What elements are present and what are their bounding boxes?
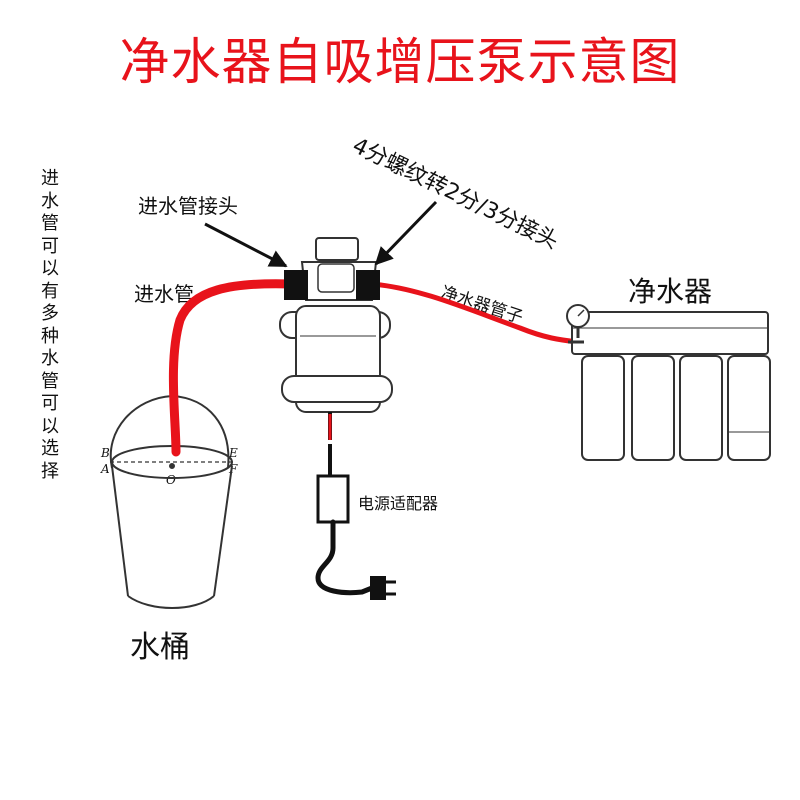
bucket-letter-e: E xyxy=(229,446,238,460)
pressure-gauge-icon xyxy=(566,304,590,338)
bucket-letter-b: B xyxy=(101,446,110,460)
bucket-letter-o: O xyxy=(166,473,176,487)
inlet-pipe xyxy=(168,279,297,457)
power-adapter xyxy=(316,474,350,524)
bucket-label: 水桶 xyxy=(130,630,190,665)
inlet-fitting xyxy=(284,270,308,300)
water-purifier xyxy=(568,311,771,461)
inlet-pipe-label: 进水管 xyxy=(134,282,194,306)
side-note: 进水管可以有多种水管可以选择 xyxy=(41,168,59,482)
purifier-pipe xyxy=(369,281,581,345)
bucket-letter-a: A xyxy=(101,462,110,476)
thread-adapter-arrow xyxy=(374,200,438,266)
outlet-fitting xyxy=(356,270,380,300)
power-cord xyxy=(315,519,375,596)
diagram-title: 净水器自吸增压泵示意图 xyxy=(119,33,681,91)
dc-water-pump xyxy=(279,237,393,413)
bucket-letter-f: F xyxy=(229,462,238,476)
inlet-fitting-label: 进水管接头 xyxy=(138,194,238,218)
purifier-label: 净水器 xyxy=(628,275,713,308)
power-plug-icon xyxy=(370,576,396,600)
power-adapter-label: 电源适配器 xyxy=(358,494,439,513)
inlet-fitting-arrow xyxy=(204,222,288,268)
